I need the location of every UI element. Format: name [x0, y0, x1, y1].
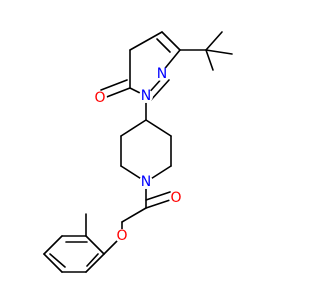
bond — [85, 235, 105, 255]
bond — [145, 119, 172, 137]
bond — [43, 253, 63, 273]
molecule-canvas: N N O N O O — [43, 31, 233, 273]
atom-label: N — [157, 66, 167, 82]
atom-label: O — [94, 90, 105, 106]
atom-label: N — [141, 88, 151, 104]
bond — [145, 199, 171, 209]
molecule-structure: N N O N O O — [43, 31, 233, 273]
bond — [100, 79, 128, 91]
bond — [49, 253, 66, 268]
bond — [85, 253, 105, 273]
atom-label: O — [170, 190, 181, 206]
bond — [205, 49, 214, 71]
atom-label: N — [141, 174, 151, 190]
bond — [43, 235, 63, 255]
bond — [129, 31, 163, 51]
bond — [145, 191, 171, 201]
bond — [121, 207, 147, 223]
bond — [156, 38, 171, 53]
bond — [205, 49, 233, 55]
atom-label: O — [116, 228, 127, 244]
bond — [161, 31, 181, 51]
bond — [150, 79, 170, 101]
bond — [103, 87, 131, 99]
bond — [86, 253, 99, 267]
bond — [205, 31, 223, 51]
bond — [120, 119, 147, 137]
